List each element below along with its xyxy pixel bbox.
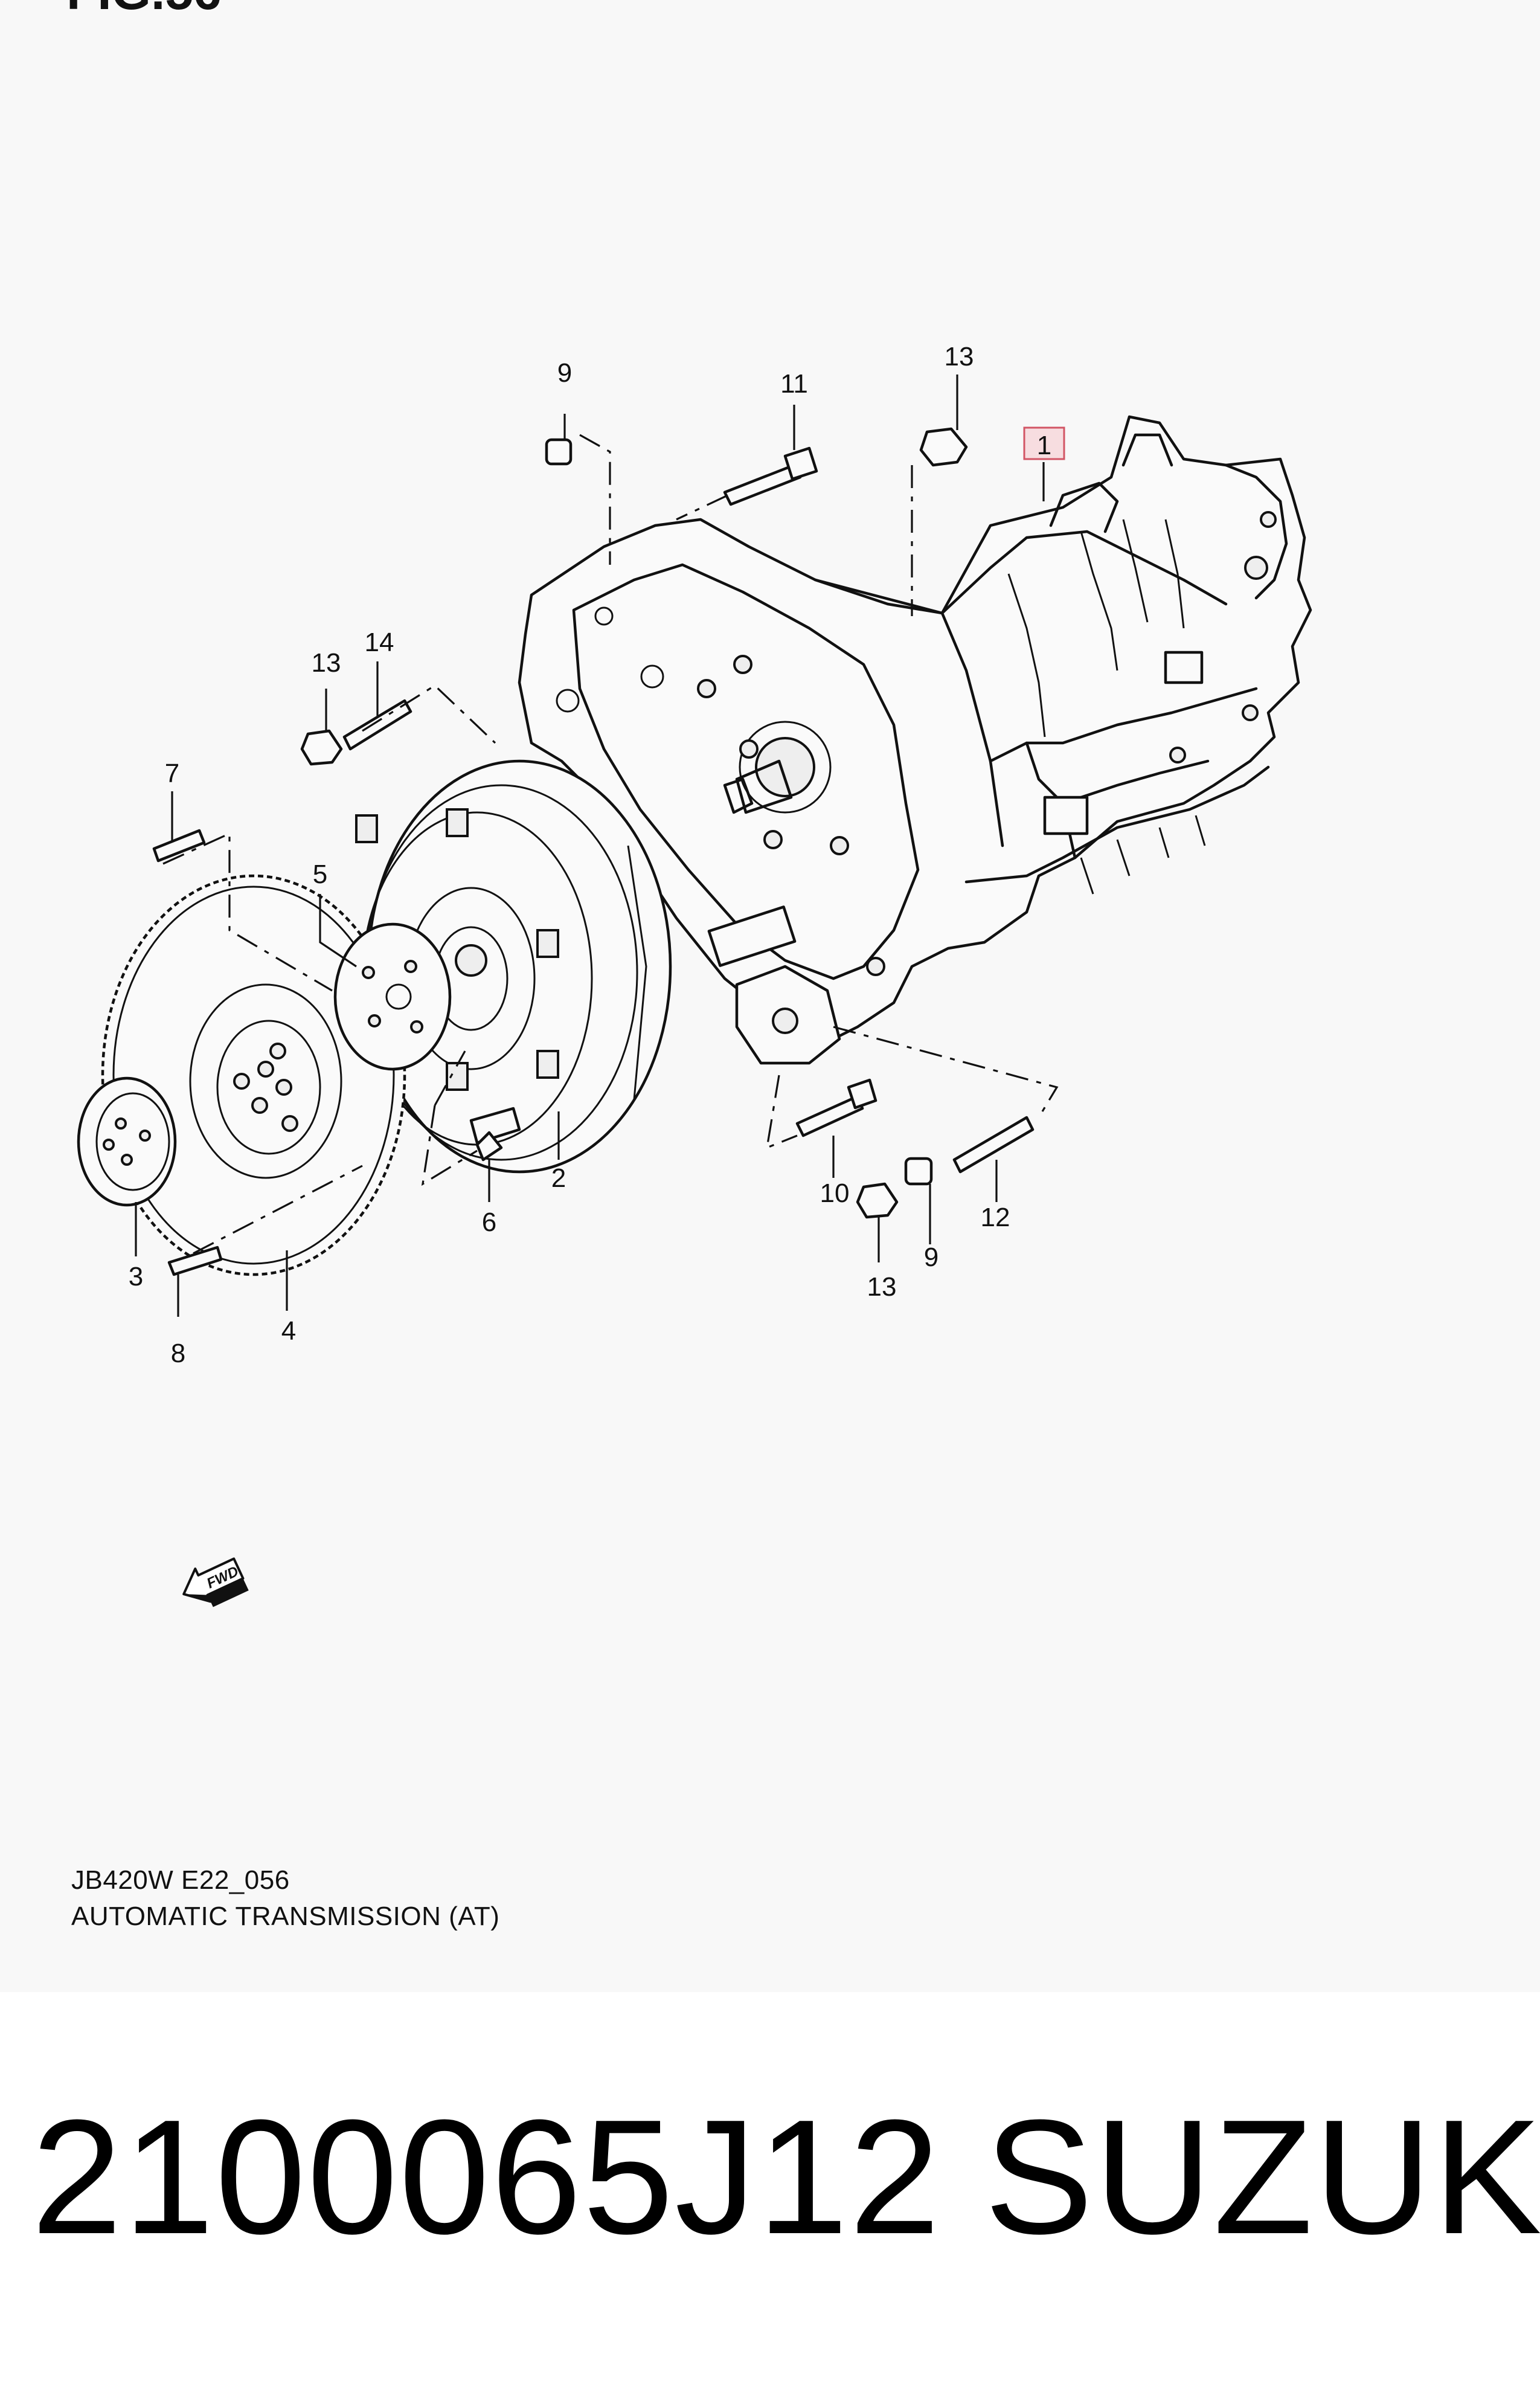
callout-7: 7 <box>165 759 179 788</box>
callout-2: 2 <box>551 1163 566 1193</box>
crank-adapter <box>77 1076 177 1207</box>
callout-5: 5 <box>313 860 327 889</box>
caption-model-code: JB420W E22_056 <box>71 1865 290 1895</box>
transmission-housing <box>518 415 1312 1065</box>
callout-12: 12 <box>981 1203 1010 1232</box>
callout-3: 3 <box>129 1262 143 1291</box>
fwd-arrow-icon: FWD <box>182 1557 249 1607</box>
callout-13-top: 13 <box>945 342 974 371</box>
part-number: 2100065J12 <box>31 2086 942 2268</box>
callout-labels: 1 2 3 4 5 6 7 8 9 9 10 11 12 13 13 13 14 <box>129 342 1051 1368</box>
callout-11: 11 <box>780 369 808 399</box>
figure-title: FIG.56 <box>66 0 222 21</box>
callout-1: 1 <box>1037 431 1051 460</box>
brand-name: SUZUKI <box>984 2086 1540 2268</box>
callout-1-highlight <box>1023 426 1065 460</box>
spacer-plate <box>333 922 452 1071</box>
callout-9-bottom: 9 <box>924 1243 938 1272</box>
callout-13-left: 13 <box>312 648 341 678</box>
callout-10: 10 <box>820 1178 850 1208</box>
callout-14: 14 <box>365 628 394 657</box>
exploded-parts-diagram: 1 2 3 4 5 6 7 8 9 9 10 11 12 13 13 13 14… <box>77 342 1312 1607</box>
diagram-panel: FIG.56 <box>66 0 1312 1931</box>
callout-4: 4 <box>281 1316 296 1346</box>
callout-9-top: 9 <box>557 358 572 388</box>
callout-13-bottom: 13 <box>867 1272 897 1302</box>
fasteners <box>152 427 1035 1276</box>
caption-section: AUTOMATIC TRANSMISSION (AT) <box>71 1902 500 1931</box>
callout-8: 8 <box>171 1339 185 1368</box>
alignment-lines <box>162 434 1059 1255</box>
leader-lines <box>135 375 1045 1317</box>
drive-plate-ring-gear <box>101 874 406 1276</box>
callout-6: 6 <box>482 1207 496 1237</box>
